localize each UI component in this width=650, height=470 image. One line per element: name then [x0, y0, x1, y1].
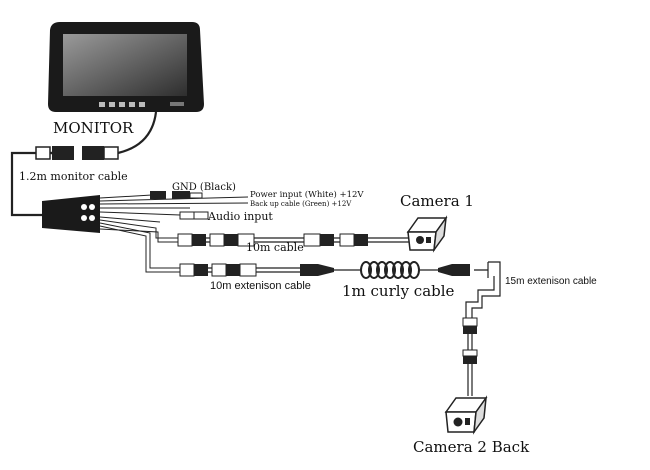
camera2-label: Camera 2 Back	[413, 438, 530, 456]
ext-10m-label: 10m extenison cable	[210, 280, 311, 292]
breakout-box	[42, 195, 100, 233]
breakout-wires	[99, 194, 249, 273]
backup-label: Back up cable (Green) +12V	[250, 200, 352, 208]
curly-label: 1m curly cable	[342, 282, 455, 300]
power-connectors	[150, 191, 203, 199]
power-label: Power input (White) +12V	[250, 189, 364, 200]
camera2	[444, 395, 488, 435]
audio-connector	[179, 211, 209, 220]
camera1-cable-connectors	[177, 233, 368, 247]
ext-15m-label: 15m extenison cable	[505, 276, 597, 287]
monitor-cable-label: 1.2m monitor cable	[19, 170, 128, 183]
gnd-label: GND (Black)	[172, 182, 236, 193]
extension-connectors	[179, 263, 470, 277]
camera1	[406, 215, 448, 253]
audio-label: Audio input	[207, 210, 273, 223]
monitor	[48, 22, 204, 112]
camera2-connectors	[462, 317, 478, 364]
camera2-15m-cable	[465, 261, 501, 396]
camera1-label: Camera 1	[400, 192, 474, 210]
cable-10m-label: 10m cable	[246, 241, 304, 254]
curly-cable	[360, 261, 420, 279]
monitor-label: MONITOR	[53, 119, 134, 137]
monitor-cable-connectors	[35, 146, 119, 160]
